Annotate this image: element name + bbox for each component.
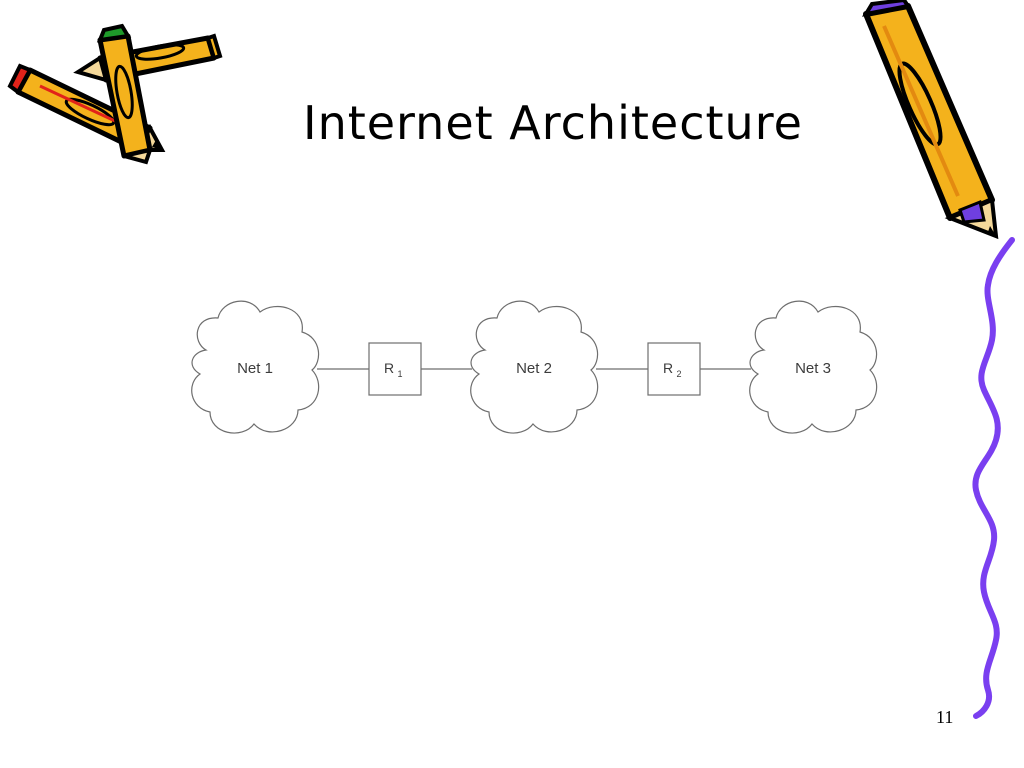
wavy-border-line xyxy=(972,237,1015,719)
network-cloud-1: Net 1 xyxy=(191,300,320,434)
pencil-vertical-icon xyxy=(96,23,154,165)
router-shape xyxy=(647,342,701,396)
router-subscript: 2 xyxy=(676,369,681,379)
router-label: R xyxy=(663,360,673,376)
network-label: Net 2 xyxy=(516,360,552,377)
router-subscript: 1 xyxy=(397,369,402,379)
cloud-shape xyxy=(749,300,878,434)
network-cloud-2: Net 2 xyxy=(470,300,599,434)
cloud-shape xyxy=(470,300,599,434)
slide-title: Internet Architecture xyxy=(303,96,803,150)
network-label: Net 3 xyxy=(795,360,831,377)
router-shape xyxy=(368,342,422,396)
network-cloud-3: Net 3 xyxy=(749,300,878,434)
router-label: R xyxy=(384,360,394,376)
pencil-purple-icon xyxy=(861,0,999,240)
diagram-networks: Net 1 Net 2 Net 3 xyxy=(191,300,878,434)
network-label: Net 1 xyxy=(237,360,273,377)
page-number: 11 xyxy=(936,707,954,727)
cloud-shape xyxy=(191,300,320,434)
